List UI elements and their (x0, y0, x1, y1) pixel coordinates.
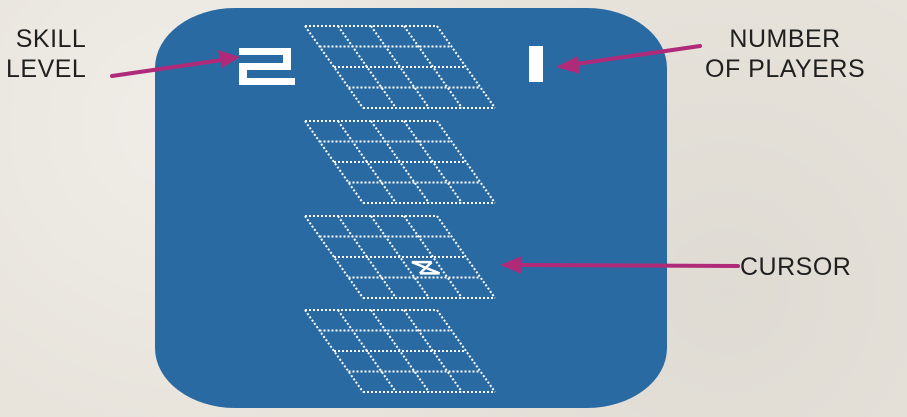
skill-label-line-2: LEVEL (6, 54, 86, 84)
skill-label-line-1: SKILL (6, 24, 86, 54)
skill-level-digit (239, 48, 295, 85)
players-label-line-1: NUMBER (705, 24, 865, 54)
game-display (155, 8, 667, 408)
players-digit (529, 46, 543, 82)
tv-screen (155, 8, 667, 408)
skill-level-label: SKILL LEVEL (6, 24, 86, 84)
number-of-players-label: NUMBER OF PLAYERS (705, 24, 865, 84)
players-label-line-2: OF PLAYERS (705, 54, 865, 84)
cursor-label: CURSOR (740, 252, 851, 282)
cursor-label-text: CURSOR (740, 252, 851, 282)
